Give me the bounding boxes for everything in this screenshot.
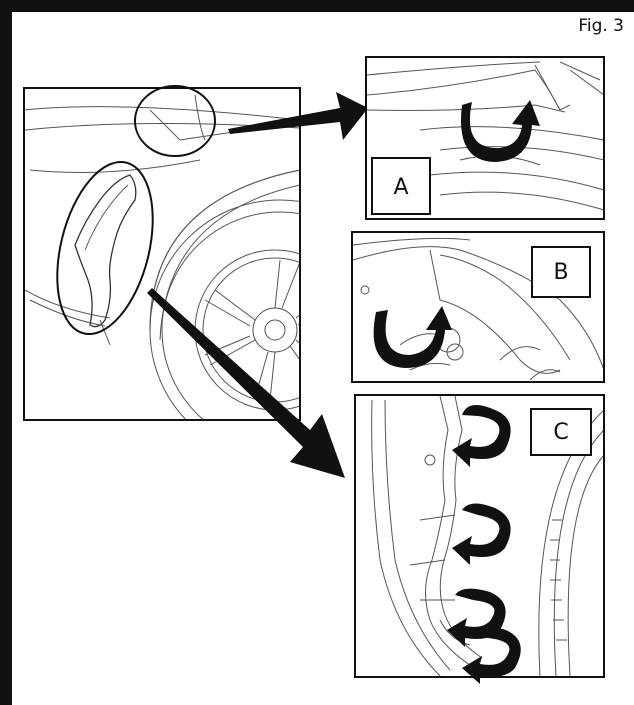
panel-c-label: C [553,420,569,445]
rotate-arrow-icon-c4 [462,626,521,684]
panel-a-label-box: A [371,157,431,215]
rotate-arrow-icon [460,100,540,162]
figure-label: Fig. 3 [578,16,624,36]
pointer-arrows [147,92,368,478]
panel-b-label-box: B [531,246,591,298]
arrow-to-panel-a [228,92,368,140]
rotate-arrow-icon-b [373,306,452,368]
rotate-arrow-icon-c2 [452,503,511,565]
main-car-view [23,85,301,421]
panel-b-label: B [553,260,569,285]
arrow-to-panel-c [147,288,345,478]
panel-a-label: A [393,175,409,200]
rotate-arrow-icon-c1 [452,405,511,467]
panel-c-label-box: C [530,408,592,456]
